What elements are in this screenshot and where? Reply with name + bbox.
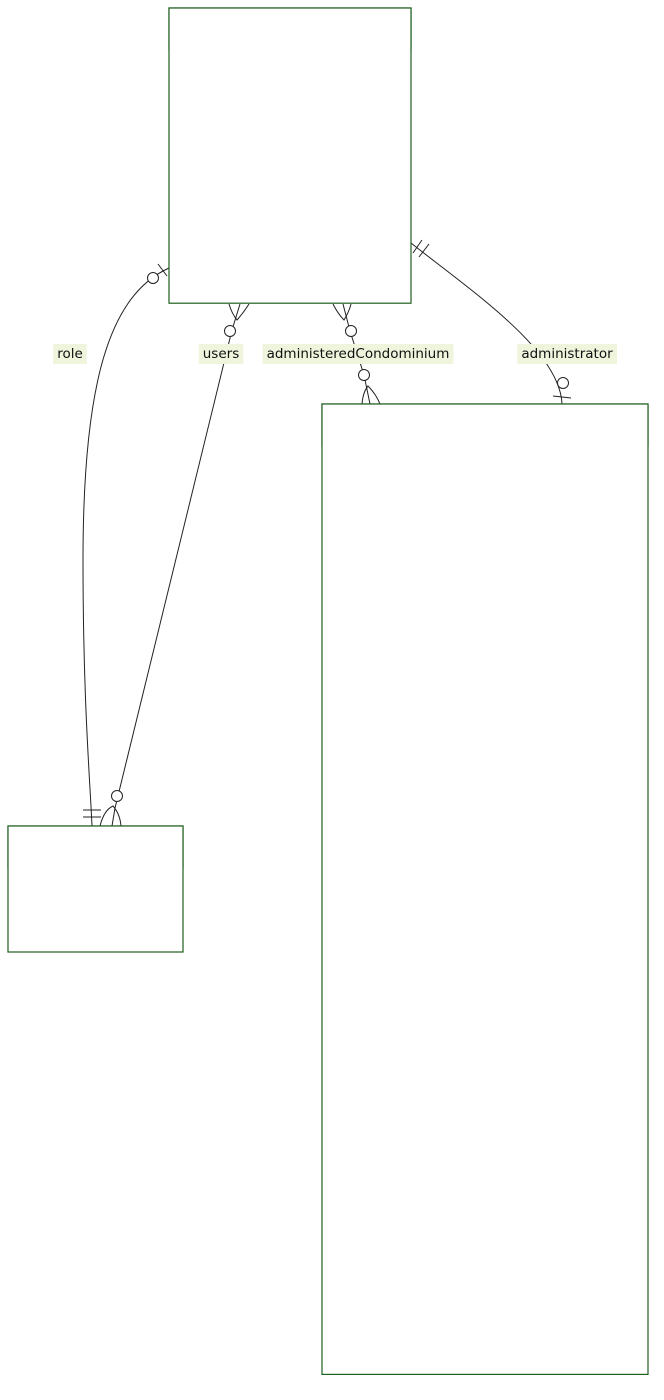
relationship-label-text: administeredCondominium: [267, 346, 450, 362]
relationship-labels-layer: role users administeredCondominium administ…: [53, 344, 618, 364]
relationship-label: users: [198, 344, 244, 364]
relationship-label: administeredCondominium: [262, 344, 454, 364]
entities-layer: Intid▯StringemailStringnameStringpasswor…: [7, 7, 649, 1376]
relationship-label-text: role: [57, 346, 83, 362]
relationship-users: [99, 303, 250, 827]
relationship-label-text: users: [203, 346, 239, 362]
relationship-role: [82, 263, 170, 827]
relationships-layer: [82, 239, 572, 827]
entity-user: Intid▯StringemailStringnameStringpasswor…: [168, 7, 412, 304]
entity-condominium: Intid▯StringnameStringlogoUrl▯Stringphon…: [321, 403, 649, 1376]
relationship-label: administrator: [517, 344, 618, 364]
entity-role: Intid▯StringnameRole: [7, 825, 184, 953]
relationship-label-text: administrator: [521, 346, 613, 362]
relationship-label: role: [53, 344, 87, 364]
relationship-administrator: [410, 239, 572, 405]
